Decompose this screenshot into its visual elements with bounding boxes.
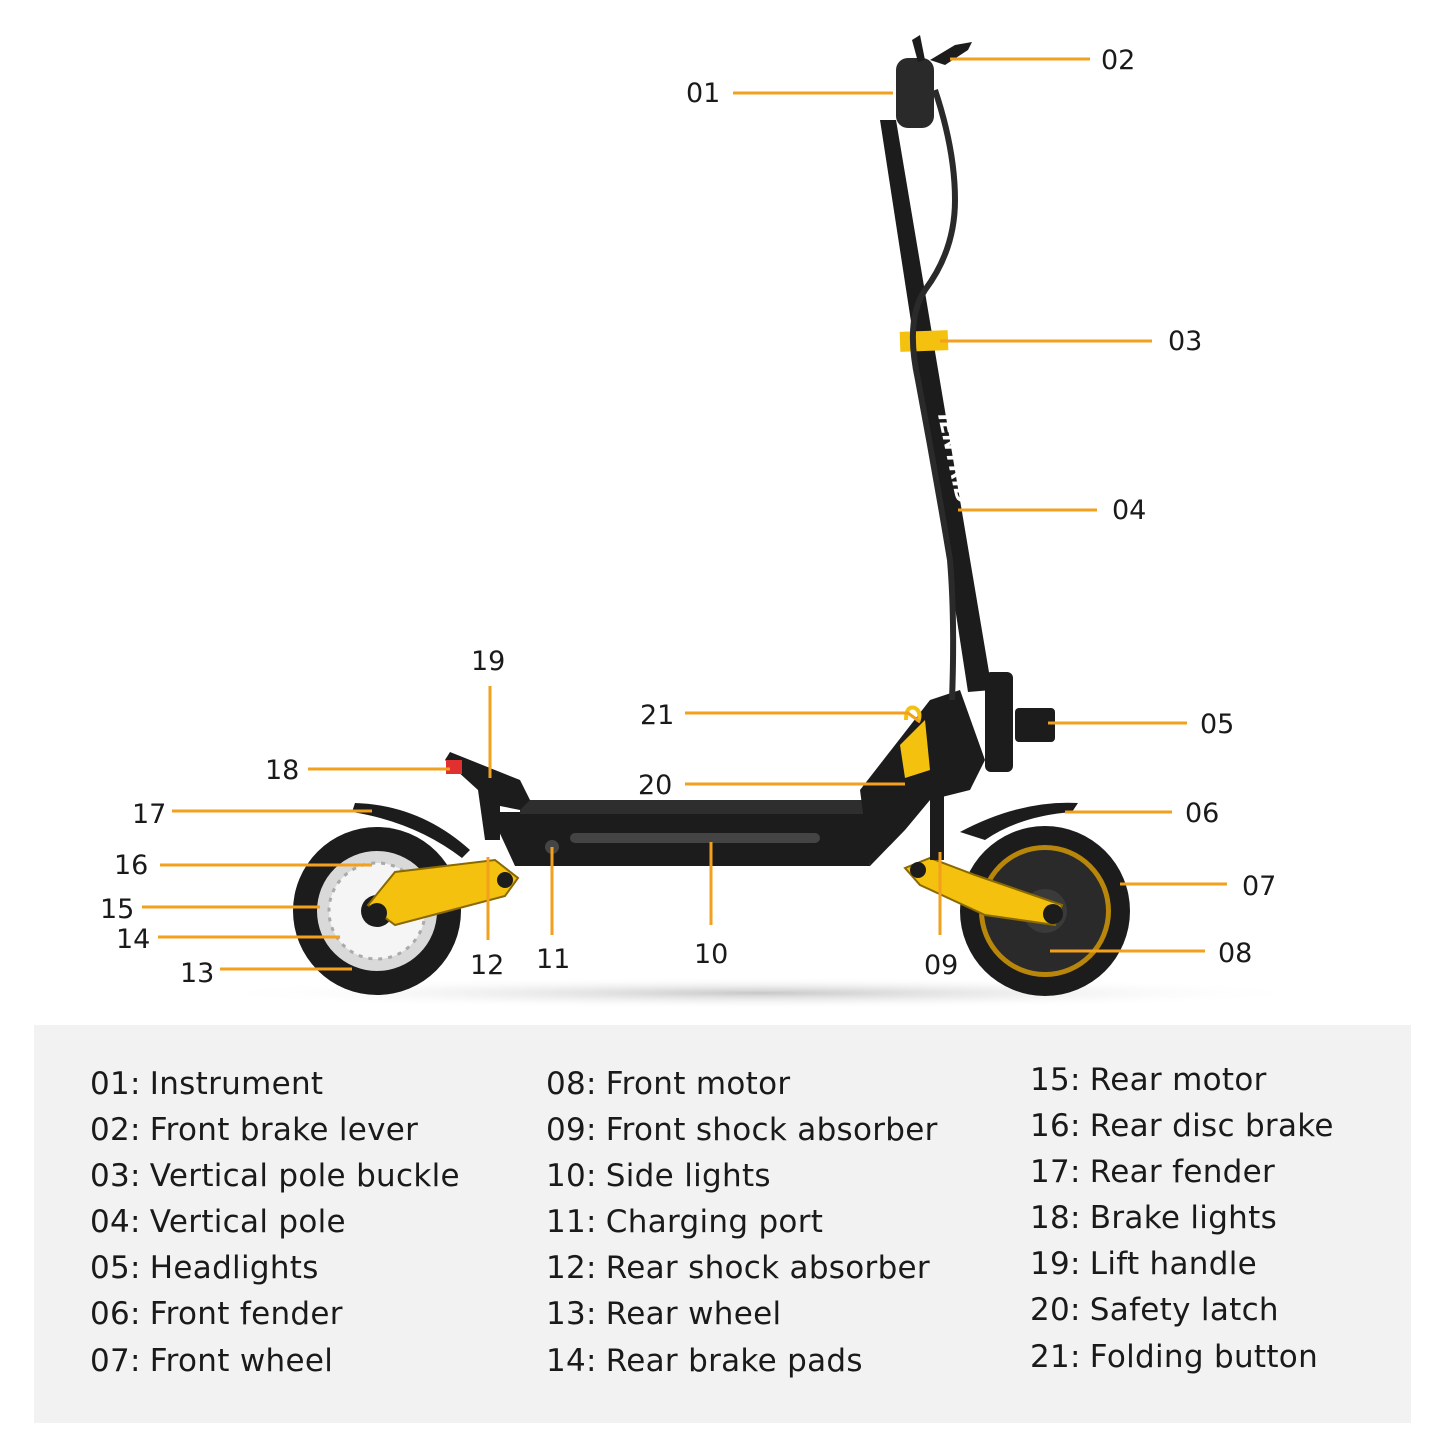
- legend-item: 12:Rear shock absorber: [546, 1250, 930, 1286]
- callout-18: 18: [265, 755, 299, 786]
- front-fender-shape: [960, 802, 1078, 840]
- callout-05: 05: [1200, 709, 1234, 740]
- callout-04: 04: [1112, 495, 1146, 526]
- callout-08: 08: [1218, 938, 1252, 969]
- brake-lever-shape: [930, 42, 972, 65]
- legend-item: 09:Front shock absorber: [546, 1112, 938, 1148]
- callout-09: 09: [924, 950, 958, 981]
- callout-07: 07: [1242, 871, 1276, 902]
- callout-14: 14: [116, 924, 150, 955]
- legend-item: 02:Front brake lever: [90, 1112, 419, 1148]
- legend-item: 05:Headlights: [90, 1250, 319, 1286]
- legend-item: 13:Rear wheel: [546, 1296, 782, 1332]
- side-light-strip: [570, 833, 820, 843]
- brake-lever-shape-2: [912, 35, 925, 62]
- handlebar-shape: [896, 58, 934, 128]
- callout-19: 19: [471, 646, 505, 677]
- legend-item: 11:Charging port: [546, 1204, 824, 1240]
- legend-item: 15:Rear motor: [1030, 1062, 1267, 1098]
- callout-10: 10: [694, 939, 728, 970]
- callout-11: 11: [536, 944, 570, 975]
- front-shock-shape: [985, 672, 1013, 772]
- front-fork: [930, 790, 944, 860]
- callout-13: 13: [180, 958, 214, 989]
- legend-item: 18:Brake lights: [1030, 1200, 1278, 1236]
- callout-15: 15: [100, 894, 134, 925]
- callout-02: 02: [1101, 45, 1135, 76]
- legend-item: 17:Rear fender: [1030, 1154, 1276, 1190]
- scooter-illustration: IENYRID: [293, 35, 1130, 996]
- legend-item: 07:Front wheel: [90, 1343, 334, 1379]
- brake-light-shape: [446, 760, 462, 774]
- legend-item: 01:Instrument: [90, 1066, 324, 1102]
- legend-item: 21:Folding button: [1030, 1339, 1319, 1375]
- rear-fender-shape: [352, 803, 470, 858]
- legend-item: 19:Lift handle: [1030, 1246, 1258, 1282]
- legend-item: 14:Rear brake pads: [546, 1343, 863, 1379]
- callout-01: 01: [686, 78, 720, 109]
- headlight-shape: [1015, 708, 1055, 742]
- callout-21: 21: [640, 700, 674, 731]
- deck-grip: [520, 800, 865, 814]
- leader-21: [685, 711, 921, 724]
- legend-item: 10:Side lights: [546, 1158, 771, 1194]
- legend-item: 03:Vertical pole buckle: [90, 1158, 460, 1194]
- callout-12: 12: [470, 950, 504, 981]
- rear-swingarm-shape: [366, 858, 520, 927]
- vertical-pole-shape: [880, 120, 992, 692]
- scooter-diagram: IENYRID 01 02 03 04 05: [100, 35, 1320, 1009]
- legend-item: 06:Front fender: [90, 1296, 343, 1332]
- callout-16: 16: [114, 850, 148, 881]
- callout-06: 06: [1185, 798, 1219, 829]
- lift-handle-shape: [445, 752, 530, 840]
- legend-panel: 01:Instrument 02:Front brake lever 03:Ve…: [34, 1025, 1411, 1423]
- neck-shape: [860, 690, 985, 866]
- leader-lines: [142, 57, 1227, 971]
- legend-item: 20:Safety latch: [1030, 1292, 1279, 1328]
- legend-item: 08:Front motor: [546, 1066, 791, 1102]
- legend-item: 16:Rear disc brake: [1030, 1108, 1334, 1144]
- callout-03: 03: [1168, 326, 1202, 357]
- brake-cable: [909, 89, 959, 701]
- callout-numbers: 01 02 03 04 05 06 07 08 09 10 11 12 13 1…: [100, 45, 1276, 989]
- legend-item: 04:Vertical pole: [90, 1204, 346, 1240]
- callout-20: 20: [638, 770, 672, 801]
- callout-17: 17: [132, 799, 166, 830]
- folding-hinge-plate: [900, 720, 930, 778]
